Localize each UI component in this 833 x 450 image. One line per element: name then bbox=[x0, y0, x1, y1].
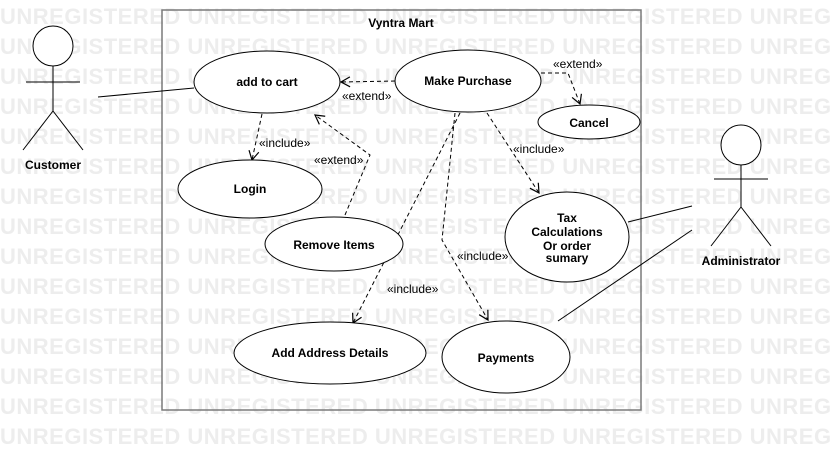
use-case-label-line-4: sumary bbox=[546, 251, 589, 265]
extend-label-cancel: «extend» bbox=[553, 57, 603, 71]
use-case-add-to-cart[interactable]: add to cart bbox=[193, 50, 341, 114]
association-customer-add-to-cart bbox=[97, 87, 195, 98]
include-make-purchase-to-add-address bbox=[352, 112, 461, 325]
extend-label-remove-items: «extend» bbox=[314, 153, 364, 167]
use-case-label: Remove Items bbox=[293, 238, 375, 252]
customer-actor[interactable] bbox=[22, 25, 84, 151]
use-case-label: Make Purchase bbox=[424, 74, 512, 88]
include-label-payments: «include» bbox=[457, 249, 509, 263]
use-case-payments[interactable]: Payments bbox=[441, 320, 571, 394]
associations bbox=[97, 87, 693, 322]
use-case-label-line-1: Tax bbox=[557, 211, 577, 225]
include-label-tax: «include» bbox=[513, 142, 565, 156]
system-boundary bbox=[161, 9, 642, 411]
use-case-tax-calculations[interactable]: Tax Calculations Or order sumary bbox=[504, 191, 630, 283]
association-admin-tax bbox=[627, 205, 693, 223]
stereotype-labels: «extend» «extend» «include» «extend» «in… bbox=[259, 57, 603, 296]
use-case-label-line-2: Calculations bbox=[531, 225, 603, 239]
use-case-label: Add Address Details bbox=[272, 346, 389, 360]
administrator-label: Administrator bbox=[702, 254, 781, 268]
include-make-purchase-to-payments bbox=[441, 112, 489, 322]
dependencies bbox=[248, 72, 583, 325]
extend-make-purchase-to-add-to-cart bbox=[339, 76, 396, 88]
use-case-label: Login bbox=[234, 182, 267, 196]
use-case-label: Payments bbox=[478, 351, 535, 365]
use-case-remove-items[interactable]: Remove Items bbox=[264, 216, 404, 272]
system-title: Vyntra Mart bbox=[368, 16, 434, 30]
include-label-login: «include» bbox=[259, 136, 311, 150]
customer-label: Customer bbox=[25, 158, 81, 172]
extend-label-add-to-cart: «extend» bbox=[342, 89, 392, 103]
use-case-label-line-3: Or order bbox=[543, 239, 591, 253]
use-case-label: add to cart bbox=[236, 75, 297, 89]
use-case-add-address-details[interactable]: Add Address Details bbox=[233, 321, 427, 385]
administrator-actor[interactable] bbox=[710, 124, 772, 247]
association-admin-payments bbox=[557, 229, 693, 322]
extend-remove-items-to-add-to-cart bbox=[314, 114, 371, 216]
extend-make-purchase-to-cancel bbox=[541, 72, 583, 106]
use-case-login[interactable]: Login bbox=[177, 159, 323, 219]
use-case-make-purchase[interactable]: Make Purchase bbox=[394, 49, 542, 113]
use-case-cancel[interactable]: Cancel bbox=[537, 104, 641, 140]
include-label-add-address: «include» bbox=[387, 282, 439, 296]
include-make-purchase-to-tax bbox=[486, 112, 540, 195]
include-add-to-cart-to-login bbox=[248, 113, 263, 162]
use-case-label: Cancel bbox=[569, 116, 608, 130]
